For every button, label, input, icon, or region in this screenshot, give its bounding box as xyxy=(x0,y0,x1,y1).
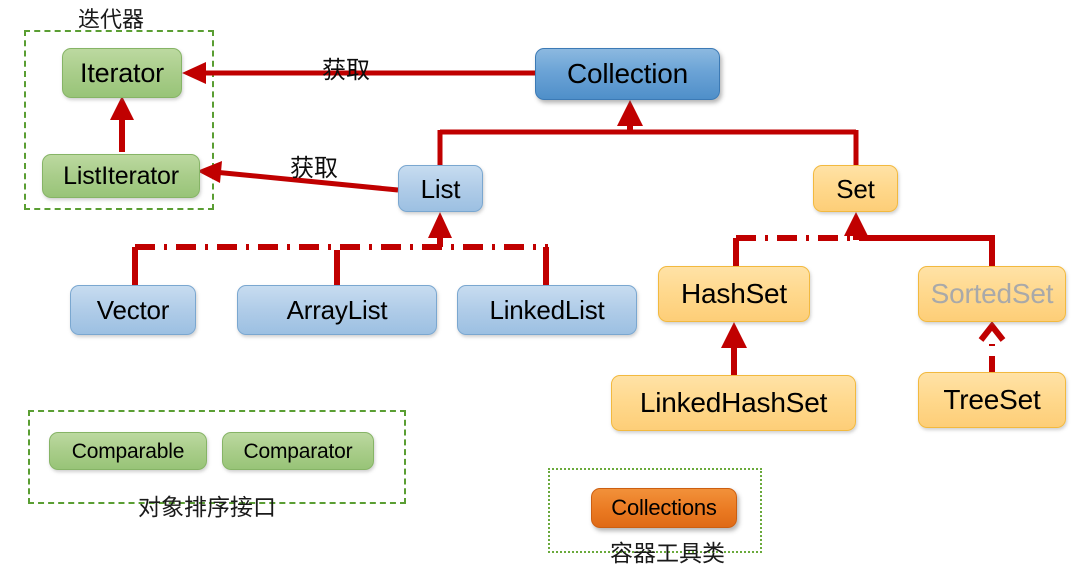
edge-linkedhashset-to-hashset xyxy=(721,322,747,375)
node-linkedlist[interactable]: LinkedList xyxy=(457,285,637,335)
node-treeset[interactable]: TreeSet xyxy=(918,372,1066,428)
node-comparable[interactable]: Comparable xyxy=(49,432,207,470)
group-label-utility: 容器工具类 xyxy=(610,541,725,567)
edge-sortedset-to-set xyxy=(859,235,995,266)
node-linkedhashset[interactable]: LinkedHashSet xyxy=(611,375,856,431)
edge-list-implementors xyxy=(132,212,549,285)
node-arraylist[interactable]: ArrayList xyxy=(237,285,437,335)
edge-hashset-to-set xyxy=(733,212,868,266)
edge-treeset-to-sortedset xyxy=(978,321,1006,372)
node-listiterator[interactable]: ListIterator xyxy=(42,154,200,198)
node-set[interactable]: Set xyxy=(813,165,898,212)
edge-list-set-to-collection xyxy=(437,100,859,165)
group-frame-iterator xyxy=(24,30,214,210)
node-collection[interactable]: Collection xyxy=(535,48,720,100)
node-sortedset[interactable]: SortedSet xyxy=(918,266,1066,322)
node-comparator[interactable]: Comparator xyxy=(222,432,374,470)
node-iterator[interactable]: Iterator xyxy=(62,48,182,98)
node-hashset[interactable]: HashSet xyxy=(658,266,810,322)
group-label-sorting: 对象排序接口 xyxy=(138,495,276,521)
node-collections[interactable]: Collections xyxy=(591,488,737,528)
group-frame-sorting xyxy=(28,410,406,504)
group-frame-utility xyxy=(548,468,762,553)
group-label-iterator: 迭代器 xyxy=(78,8,145,33)
edge-label-get-iterator: 获取 xyxy=(322,56,370,84)
node-list[interactable]: List xyxy=(398,165,483,212)
edge-label-get-listiterator: 获取 xyxy=(290,154,338,182)
node-vector[interactable]: Vector xyxy=(70,285,196,335)
